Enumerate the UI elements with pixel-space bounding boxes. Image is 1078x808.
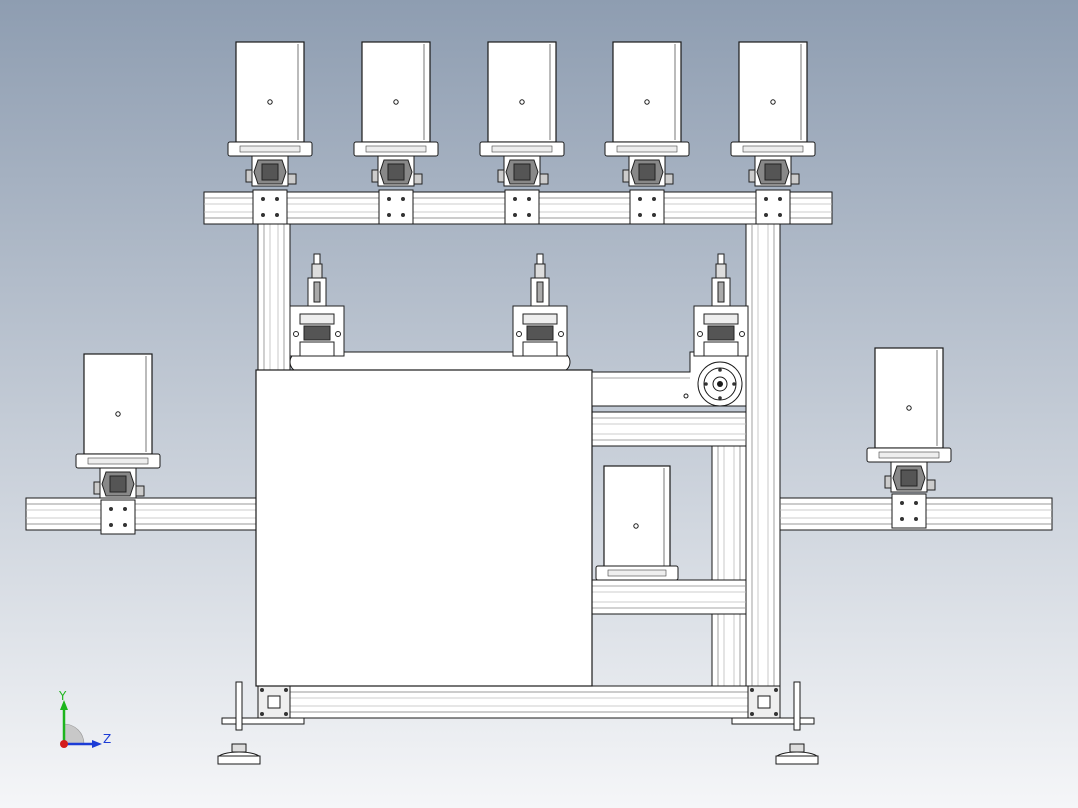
x-axis-dot-icon (60, 740, 68, 748)
top-mount-plate-4 (629, 189, 665, 225)
upper-cross-beam[interactable] (591, 411, 747, 447)
coordinate-triad[interactable]: Y Z (58, 689, 111, 748)
leveling-foot-right[interactable] (775, 681, 819, 765)
base-extrusion-beam[interactable] (221, 685, 815, 725)
left-vertical-post[interactable] (257, 223, 291, 371)
lower-cross-beam[interactable] (591, 579, 747, 615)
inner-motor[interactable] (595, 465, 679, 581)
side-mount-plate-left (100, 499, 136, 535)
right-vertical-post[interactable] (745, 223, 781, 687)
main-cover-panel[interactable] (255, 369, 593, 687)
corner-bracket-right (747, 685, 781, 719)
y-axis-arrow-icon (60, 700, 68, 710)
z-axis-label: Z (103, 732, 111, 746)
corner-bracket-left (257, 685, 291, 719)
leveling-foot-left[interactable] (217, 681, 261, 765)
top-mount-plate-1 (252, 189, 288, 225)
top-mount-plate-3 (504, 189, 540, 225)
y-axis-label: Y (58, 689, 67, 703)
z-axis-arrow-icon (92, 740, 102, 748)
left-side-beam[interactable] (25, 497, 259, 531)
top-mount-plate-2 (378, 189, 414, 225)
inner-vertical-post[interactable] (711, 445, 747, 687)
top-mount-plate-5 (755, 189, 791, 225)
side-mount-plate-right (891, 493, 927, 529)
rotary-arm[interactable] (591, 351, 747, 407)
